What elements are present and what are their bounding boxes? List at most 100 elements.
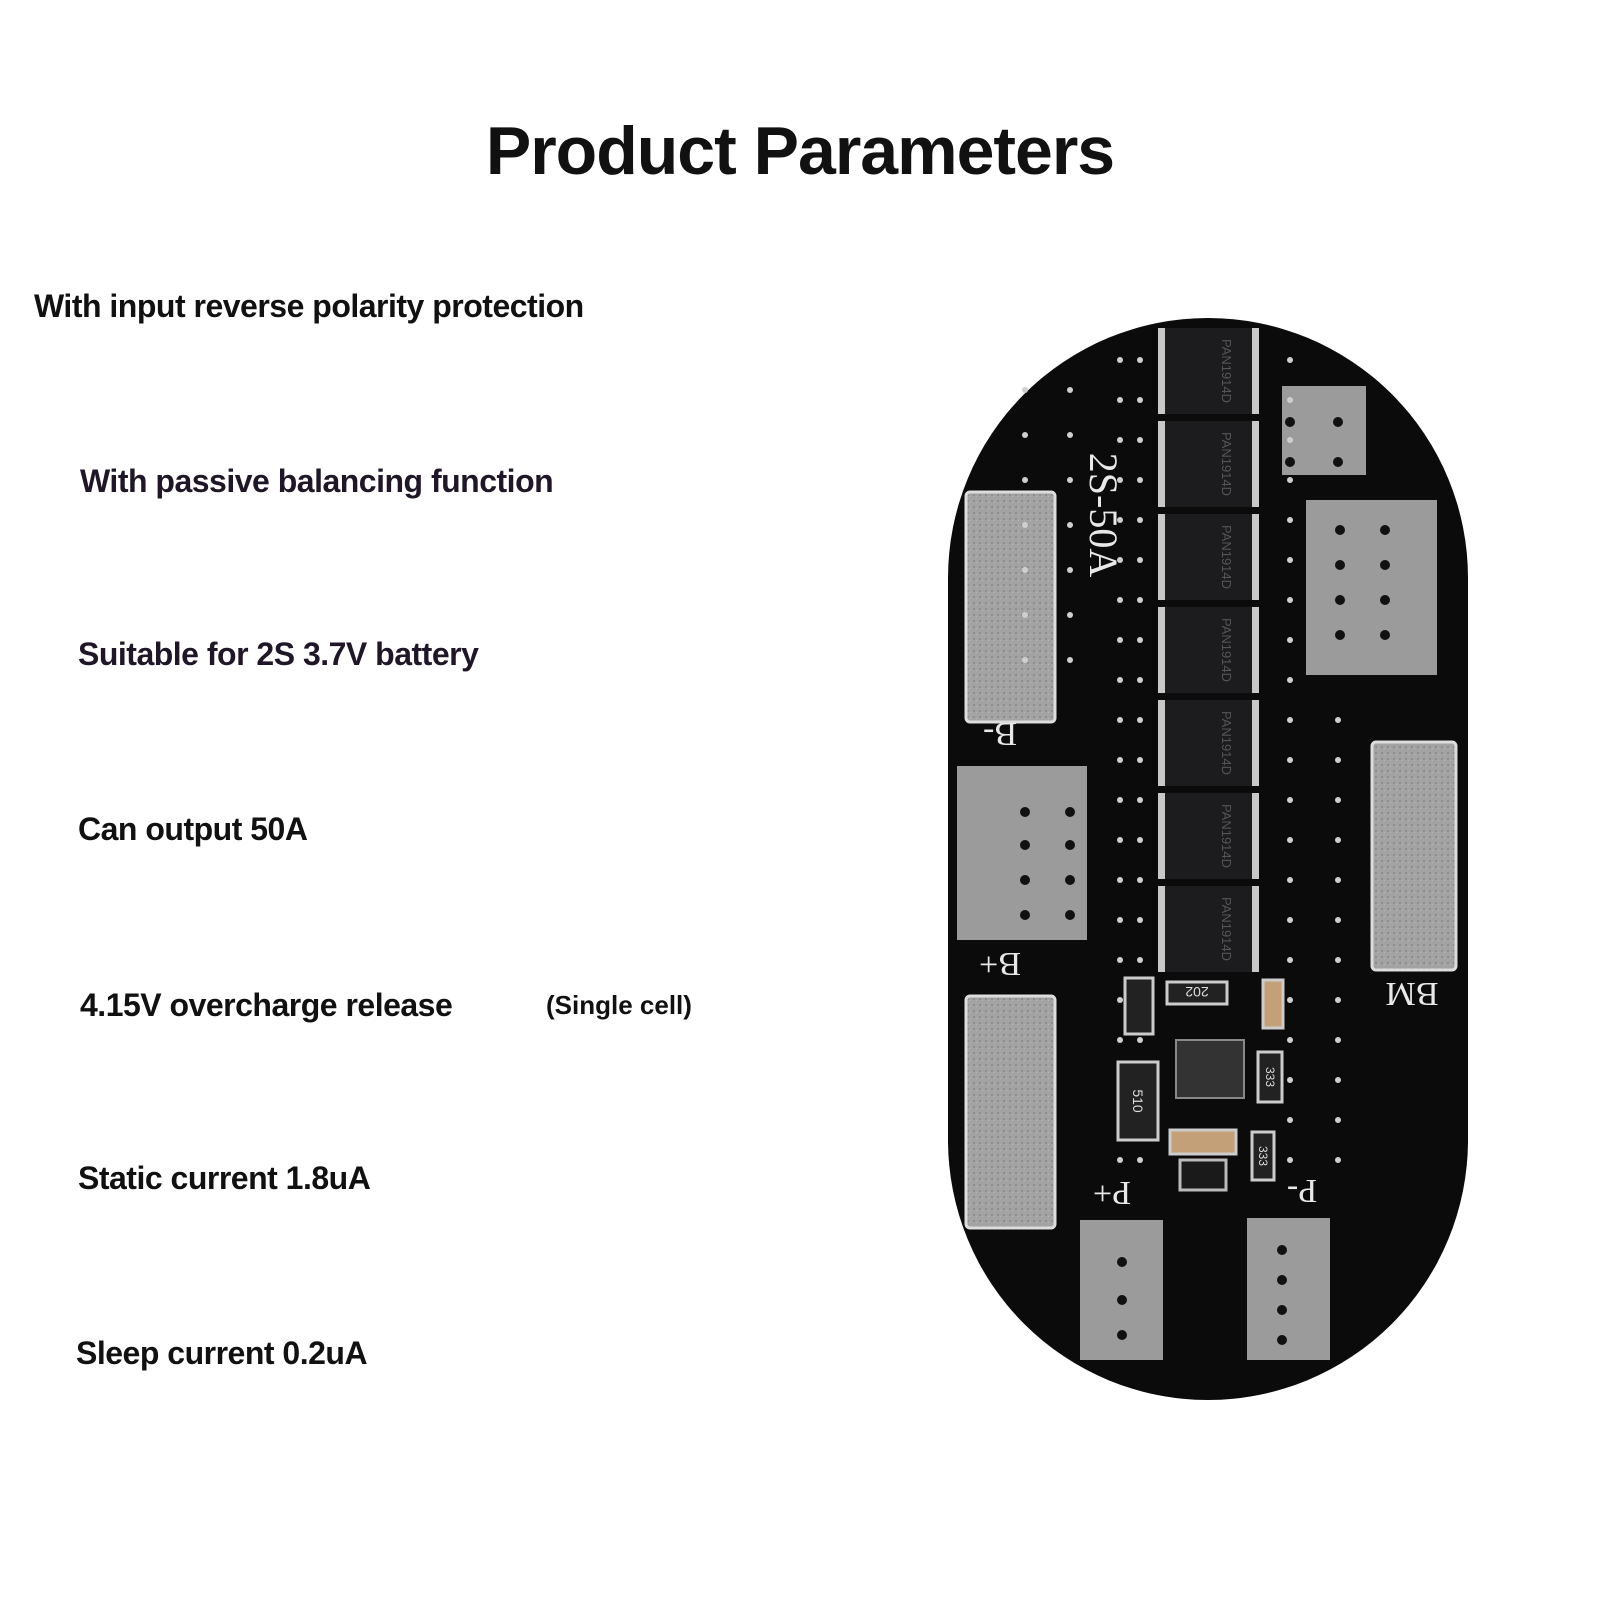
- via: [1287, 957, 1293, 963]
- pad-hole: [1335, 630, 1345, 640]
- via: [1287, 1037, 1293, 1043]
- via: [1117, 717, 1123, 723]
- via: [1117, 357, 1123, 363]
- pad-hole: [1020, 840, 1030, 850]
- via: [1117, 397, 1123, 403]
- via: [1022, 477, 1028, 483]
- board-model-label: 2S-50A: [1081, 453, 1126, 578]
- pad-hole: [1065, 875, 1075, 885]
- pad-hole: [1380, 630, 1390, 640]
- feature-overcharge-release: 4.15V overcharge release: [80, 987, 453, 1023]
- via: [1137, 517, 1143, 523]
- via: [1117, 557, 1123, 563]
- via: [1335, 717, 1341, 723]
- mosfet-chip: [1165, 514, 1252, 600]
- via: [1287, 517, 1293, 523]
- pad-hole: [1380, 525, 1390, 535]
- via: [1137, 637, 1143, 643]
- via: [1067, 567, 1073, 573]
- via: [1117, 637, 1123, 643]
- pad-hole: [1065, 910, 1075, 920]
- via: [1287, 1077, 1293, 1083]
- via: [1137, 917, 1143, 923]
- pad-right-small: [1282, 386, 1366, 475]
- via: [1117, 917, 1123, 923]
- via: [1287, 677, 1293, 683]
- label-p-minus: P-: [1287, 1172, 1317, 1209]
- pad-b-plus: [964, 994, 1057, 1230]
- via: [1067, 387, 1073, 393]
- via: [1287, 477, 1293, 483]
- via: [1287, 837, 1293, 843]
- via: [1022, 612, 1028, 618]
- via: [1137, 877, 1143, 883]
- page-title: Product Parameters: [485, 113, 1115, 189]
- via: [1335, 997, 1341, 1003]
- via: [1287, 437, 1293, 443]
- via: [1287, 757, 1293, 763]
- via: [1117, 997, 1123, 1003]
- pad-hole: [1335, 525, 1345, 535]
- via: [1137, 437, 1143, 443]
- via: [1067, 612, 1073, 618]
- overcharge-note: (Single cell): [546, 990, 692, 1020]
- via: [1117, 757, 1123, 763]
- via: [1067, 432, 1073, 438]
- chip-marking: PAN1914D: [1219, 897, 1234, 961]
- via: [1287, 717, 1293, 723]
- via: [1067, 657, 1073, 663]
- chip-marking: PAN1914D: [1219, 711, 1234, 775]
- via: [1287, 1157, 1293, 1163]
- chip-marking: PAN1914D: [1219, 339, 1234, 403]
- pad-hole: [1285, 417, 1295, 427]
- feature-output-current: Can output 50A: [78, 811, 308, 847]
- resistor-code: 333: [1263, 1067, 1277, 1087]
- pad-right-mid: [1306, 500, 1437, 675]
- pad-hole: [1117, 1295, 1127, 1305]
- pad-bm: [1370, 740, 1458, 972]
- via: [1137, 677, 1143, 683]
- pad-hole: [1117, 1330, 1127, 1340]
- via: [1287, 557, 1293, 563]
- pad-hole: [1065, 807, 1075, 817]
- via: [1335, 757, 1341, 763]
- via: [1117, 837, 1123, 843]
- chip-marking: PAN1914D: [1219, 804, 1234, 868]
- via: [1137, 477, 1143, 483]
- via: [1137, 357, 1143, 363]
- via: [1117, 1157, 1123, 1163]
- via: [1287, 917, 1293, 923]
- mosfet-chip: [1165, 421, 1252, 507]
- via: [1335, 917, 1341, 923]
- pad-hole: [1277, 1335, 1287, 1345]
- via: [1137, 557, 1143, 563]
- via: [1335, 797, 1341, 803]
- feature-battery-type: Suitable for 2S 3.7V battery: [78, 636, 479, 672]
- mosfet-chip: [1165, 793, 1252, 879]
- pad-hole: [1277, 1305, 1287, 1315]
- chip-marking: PAN1914D: [1219, 618, 1234, 682]
- pad-hole: [1277, 1245, 1287, 1255]
- pad-hole: [1285, 457, 1295, 467]
- feature-static-current: Static current 1.8uA: [78, 1160, 371, 1196]
- resistor-code: 510: [1130, 1089, 1146, 1113]
- via: [1067, 522, 1073, 528]
- via: [1335, 877, 1341, 883]
- via: [1137, 757, 1143, 763]
- via: [1137, 1037, 1143, 1043]
- via: [1137, 397, 1143, 403]
- pad-hole: [1020, 875, 1030, 885]
- via: [1335, 1157, 1341, 1163]
- label-b-plus: B+: [979, 945, 1021, 982]
- via: [1117, 797, 1123, 803]
- label-bm: BM: [1386, 975, 1439, 1012]
- mosfet-chip: [1165, 328, 1252, 414]
- via: [1137, 797, 1143, 803]
- via: [1335, 1077, 1341, 1083]
- via: [1137, 717, 1143, 723]
- pad-hole: [1020, 910, 1030, 920]
- resistor-code: 202: [1185, 984, 1209, 1000]
- via: [1022, 387, 1028, 393]
- feature-sleep-current: Sleep current 0.2uA: [76, 1335, 368, 1371]
